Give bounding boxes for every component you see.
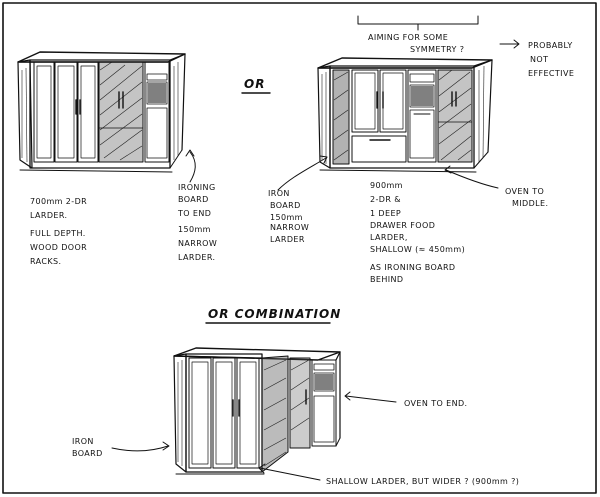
note-probably: PROBABLY NOT EFFECTIVE (528, 41, 576, 78)
note-aiming: AIMING FOR SOME SYMMETRY ? (368, 33, 464, 54)
note-oven-middle: OVEN TO MIDDLE. (505, 187, 548, 208)
note-shallow-larder: SHALLOW LARDER, BUT WIDER ? (900mm ?) (326, 477, 519, 486)
note-iron-board-narrow: IRON BOARD 150mm NARROW LARDER (268, 189, 312, 244)
cabinet-sketch-2 (317, 57, 493, 173)
cabinet-sketch-3 (173, 347, 341, 475)
note-ironing-board: IRONING BOARD TO END 150mm NARROW LARDER… (177, 183, 220, 262)
cabinet-sketch-1 (17, 51, 186, 173)
note-oven-end: OVEN TO END. (404, 399, 467, 408)
heading-or: OR (244, 77, 265, 91)
heading-or-combination: OR COMBINATION (208, 307, 341, 321)
note-larder: 700mm 2-DR LARDER. FULL DEPTH. WOOD DOOR… (30, 197, 90, 266)
note-900-larder: 900mm 2-DR & 1 DEEP DRAWER FOOD LARDER, … (370, 181, 468, 284)
note-iron-board-bottom: IRON BOARD (72, 437, 103, 458)
